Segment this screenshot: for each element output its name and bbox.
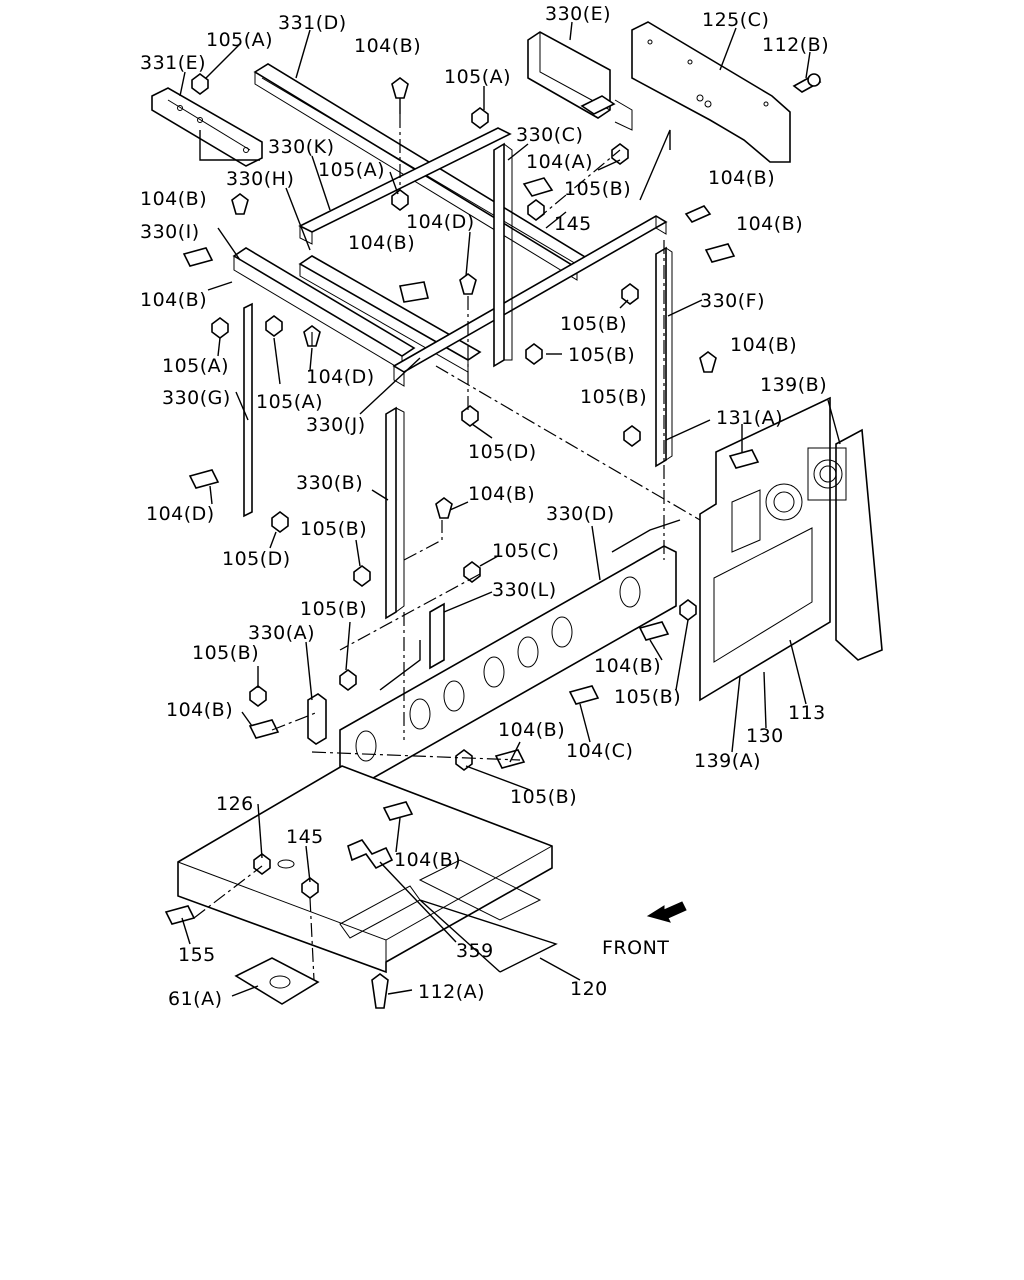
label-131A: 131(A) xyxy=(716,407,783,429)
bracket-330A xyxy=(307,693,327,745)
bolt-112B xyxy=(792,73,822,93)
label-105A-5: 105(A) xyxy=(256,391,323,413)
label-104D-1: 104(D) xyxy=(406,211,475,233)
label-145-2: 145 xyxy=(286,826,324,848)
label-113: 113 xyxy=(788,702,826,724)
label-105B-9: 105(B) xyxy=(510,786,577,808)
label-front: FRONT xyxy=(602,937,669,959)
panel-125C xyxy=(631,21,791,163)
label-105B-5: 105(B) xyxy=(300,518,367,540)
bracket-331E xyxy=(151,87,263,167)
label-105B-8: 105(B) xyxy=(614,686,681,708)
label-331E: 331(E) xyxy=(140,52,206,74)
label-155: 155 xyxy=(178,944,216,966)
label-105B-3: 105(B) xyxy=(568,344,635,366)
label-104B-6: 104(B) xyxy=(140,289,207,311)
bracket-330E xyxy=(527,31,633,131)
label-105D-1: 105(D) xyxy=(468,441,537,463)
label-105A-3: 105(A) xyxy=(318,159,385,181)
label-104D-2: 104(D) xyxy=(306,366,375,388)
label-105A-4: 105(A) xyxy=(162,355,229,377)
post-330B xyxy=(385,406,405,620)
label-104B-4: 104(B) xyxy=(736,213,803,235)
label-104D-3: 104(D) xyxy=(146,503,215,525)
label-330F: 330(F) xyxy=(700,290,765,312)
bracket-330L xyxy=(429,602,445,670)
label-61A: 61(A) xyxy=(168,988,223,1010)
label-104B-5: 104(B) xyxy=(348,232,415,254)
label-126: 126 xyxy=(216,793,254,815)
label-330H: 330(H) xyxy=(226,168,294,190)
label-125C: 125(C) xyxy=(702,9,769,31)
leader-lines xyxy=(179,21,841,997)
label-112A: 112(A) xyxy=(418,981,485,1003)
label-105B-4: 105(B) xyxy=(580,386,647,408)
label-105A-1: 105(A) xyxy=(206,29,273,51)
label-331D: 331(D) xyxy=(278,12,347,34)
label-120: 120 xyxy=(570,978,608,1000)
label-139A: 139(A) xyxy=(694,750,761,772)
label-104B-3: 104(B) xyxy=(708,167,775,189)
label-330I: 330(I) xyxy=(140,221,200,243)
label-104B-8: 104(B) xyxy=(468,483,535,505)
label-330G: 330(G) xyxy=(162,387,231,409)
label-104B-11: 104(B) xyxy=(498,719,565,741)
assembly-lines xyxy=(193,114,711,981)
label-105B-2: 105(B) xyxy=(560,313,627,335)
label-330E: 330(E) xyxy=(545,3,611,25)
base-120 xyxy=(177,765,553,974)
label-104B-9: 104(B) xyxy=(594,655,661,677)
label-104A: 104(A) xyxy=(526,151,593,173)
label-330J: 330(J) xyxy=(306,414,366,436)
label-105B-7: 105(B) xyxy=(192,642,259,664)
label-330K: 330(K) xyxy=(268,136,335,158)
label-104B-2: 104(B) xyxy=(140,188,207,210)
label-330A: 330(A) xyxy=(248,622,315,644)
label-145-1: 145 xyxy=(554,213,592,235)
panel-113 xyxy=(835,428,883,661)
post-330C xyxy=(493,142,513,368)
label-330D: 330(D) xyxy=(546,503,615,525)
front-arrow-icon xyxy=(646,901,687,923)
labels: 331(D) 331(E) 105(A) 104(B) 330(E) 125(C… xyxy=(140,3,829,1010)
plate-61A xyxy=(234,957,320,1005)
label-330B: 330(B) xyxy=(296,472,363,494)
panel-130 xyxy=(699,396,847,702)
label-330C: 330(C) xyxy=(516,124,583,146)
label-105D-2: 105(D) xyxy=(222,548,291,570)
label-104B-7: 104(B) xyxy=(730,334,797,356)
label-104B-12: 104(B) xyxy=(394,849,461,871)
label-104B-10: 104(B) xyxy=(166,699,233,721)
post-330G xyxy=(243,302,253,518)
label-105B-6: 105(B) xyxy=(300,598,367,620)
label-330L: 330(L) xyxy=(492,579,557,601)
label-130: 130 xyxy=(746,725,784,747)
label-105A-2: 105(A) xyxy=(444,66,511,88)
rail-330I xyxy=(298,255,482,373)
label-104C: 104(C) xyxy=(566,740,633,762)
label-105C: 105(C) xyxy=(492,540,559,562)
bracket-359 xyxy=(347,839,394,870)
fasteners xyxy=(164,73,760,1009)
label-359: 359 xyxy=(456,940,494,962)
label-112B: 112(B) xyxy=(762,34,829,56)
label-105B-1: 105(B) xyxy=(564,178,631,200)
rail-330J xyxy=(392,215,668,387)
label-139B: 139(B) xyxy=(760,374,827,396)
label-104B-1: 104(B) xyxy=(354,35,421,57)
